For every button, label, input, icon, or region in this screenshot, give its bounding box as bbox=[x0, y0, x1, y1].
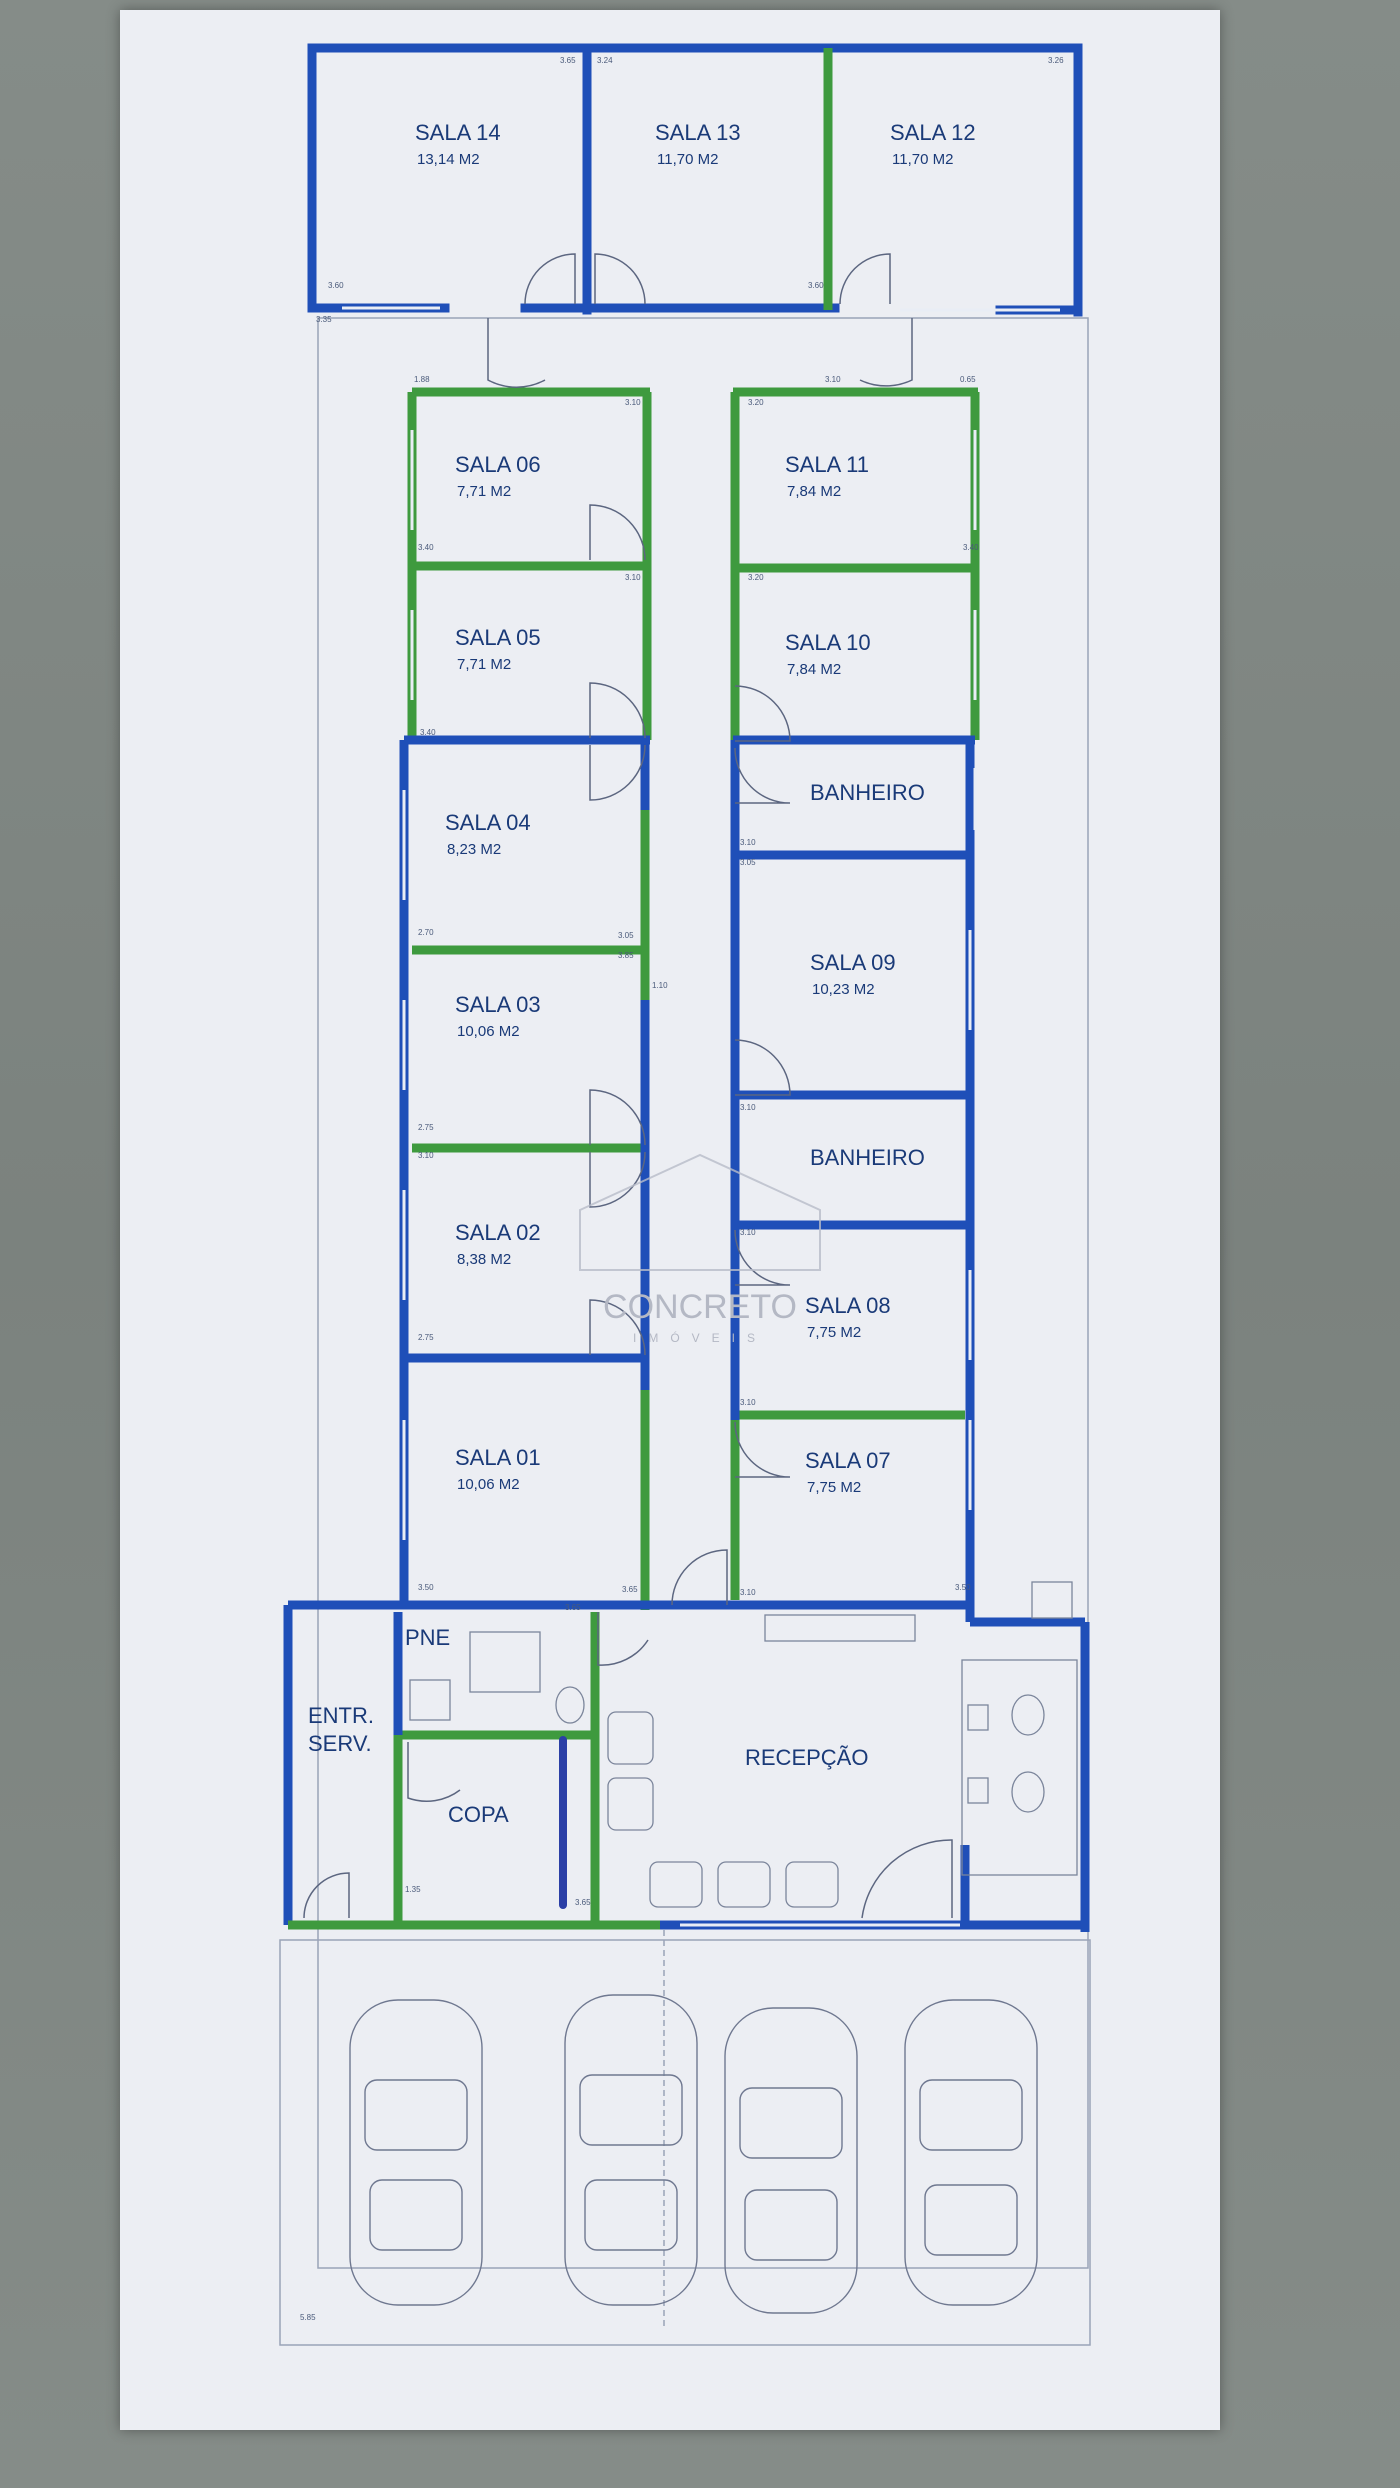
dimension-label: 3.35 bbox=[316, 315, 332, 324]
room-area-sala-07: 7,75 M2 bbox=[807, 1479, 861, 1496]
room-area-sala-08: 7,75 M2 bbox=[807, 1324, 861, 1341]
room-area-sala-12: 11,70 M2 bbox=[892, 151, 953, 168]
dimension-label: 3.10 bbox=[740, 1103, 756, 1112]
room-area-sala-03: 10,06 M2 bbox=[457, 1023, 520, 1040]
room-label-sala-10: SALA 10 bbox=[785, 630, 871, 655]
dimension-label: 3.10 bbox=[740, 1588, 756, 1597]
room-area-sala-01: 10,06 M2 bbox=[457, 1476, 520, 1493]
dimension-label: 3.10 bbox=[625, 398, 641, 407]
dimension-label: 3.85 bbox=[618, 951, 634, 960]
dimension-label: 3.20 bbox=[748, 398, 764, 407]
dimension-label: 1.35 bbox=[405, 1885, 421, 1894]
room-area-entr-serv: SERV. bbox=[308, 1731, 372, 1756]
dimension-label: 3.60 bbox=[808, 281, 824, 290]
room-label-pne: PNE bbox=[405, 1625, 450, 1650]
room-area-sala-05: 7,71 M2 bbox=[457, 656, 511, 673]
room-label-sala-02: SALA 02 bbox=[455, 1220, 541, 1245]
room-label-entr-serv: ENTR. bbox=[308, 1703, 374, 1728]
room-area-sala-09: 10,23 M2 bbox=[812, 981, 875, 998]
room-area-sala-06: 7,71 M2 bbox=[457, 483, 511, 500]
room-area-sala-10: 7,84 M2 bbox=[787, 661, 841, 678]
dimension-label: 2.75 bbox=[418, 1333, 434, 1342]
room-label-sala-11: SALA 11 bbox=[785, 452, 869, 477]
room-label-sala-03: SALA 03 bbox=[455, 992, 541, 1017]
room-area-sala-13: 11,70 M2 bbox=[657, 151, 718, 168]
room-label-sala-04: SALA 04 bbox=[445, 810, 531, 835]
room-label-sala-06: SALA 06 bbox=[455, 452, 541, 477]
dimension-label: 3.10 bbox=[740, 838, 756, 847]
dimension-label: 3.10 bbox=[740, 1228, 756, 1237]
dimension-label: 3.10 bbox=[625, 573, 641, 582]
room-label-sala-14: SALA 14 bbox=[415, 120, 501, 145]
room-label-recepcao: RECEPÇÃO bbox=[745, 1745, 868, 1770]
dimension-label: 1.88 bbox=[414, 375, 430, 384]
dimension-label: 3.20 bbox=[748, 573, 764, 582]
room-area-sala-02: 8,38 M2 bbox=[457, 1251, 511, 1268]
dimension-label: 3.10 bbox=[418, 1151, 434, 1160]
dimension-label: 3.65 bbox=[560, 56, 576, 65]
room-label-banheiro-1: BANHEIRO bbox=[810, 780, 925, 805]
room-label-banheiro-2: BANHEIRO bbox=[810, 1145, 925, 1170]
dimension-label: 1.10 bbox=[652, 981, 668, 990]
room-label-sala-12: SALA 12 bbox=[890, 120, 976, 145]
watermark-brand: CONCRETO bbox=[603, 1288, 797, 1326]
dimension-label: 3.10 bbox=[740, 1398, 756, 1407]
dimension-label: 3.40 bbox=[418, 543, 434, 552]
dimension-label: 2.70 bbox=[418, 928, 434, 937]
dimension-label: 5.85 bbox=[300, 2313, 316, 2322]
dimension-label: 3.40 bbox=[963, 543, 979, 552]
room-label-copa: COPA bbox=[448, 1802, 509, 1827]
room-label-sala-09: SALA 09 bbox=[810, 950, 896, 975]
dimension-label: 3.40 bbox=[420, 728, 436, 737]
dimension-label: 3.26 bbox=[1048, 56, 1064, 65]
dimension-label: 3.10 bbox=[825, 375, 841, 384]
dimension-label: 2.75 bbox=[418, 1123, 434, 1132]
room-label-sala-13: SALA 13 bbox=[655, 120, 741, 145]
dimension-label: 3.65 bbox=[565, 1603, 581, 1612]
dimension-label: 0.65 bbox=[960, 375, 976, 384]
dimension-label: 3.24 bbox=[597, 56, 613, 65]
dimension-label: 3.50 bbox=[418, 1583, 434, 1592]
dimension-label: 3.65 bbox=[575, 1898, 591, 1907]
room-area-sala-11: 7,84 M2 bbox=[787, 483, 841, 500]
watermark-sub: IMÓVEIS bbox=[633, 1330, 767, 1345]
dimension-label: 3.05 bbox=[740, 858, 756, 867]
dimension-label: 3.65 bbox=[622, 1585, 638, 1594]
room-area-sala-04: 8,23 M2 bbox=[447, 841, 501, 858]
room-label-sala-07: SALA 07 bbox=[805, 1448, 891, 1473]
dimension-label: 3.60 bbox=[328, 281, 344, 290]
room-label-sala-01: SALA 01 bbox=[455, 1445, 541, 1470]
dimension-label: 3.50 bbox=[955, 1583, 971, 1592]
room-label-sala-08: SALA 08 bbox=[805, 1293, 891, 1318]
room-area-sala-14: 13,14 M2 bbox=[417, 151, 480, 168]
paper-sheet bbox=[120, 10, 1220, 2430]
room-label-sala-05: SALA 05 bbox=[455, 625, 541, 650]
dimension-label: 3.05 bbox=[618, 931, 634, 940]
